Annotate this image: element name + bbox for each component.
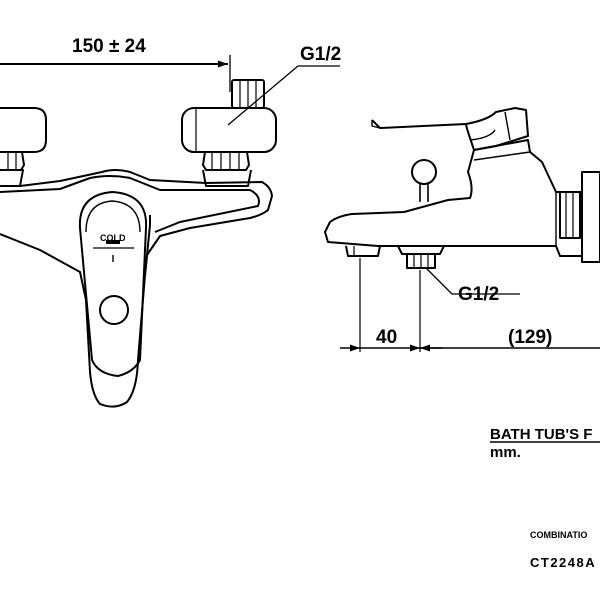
mixer-body bbox=[0, 169, 273, 408]
front-thread-callout: G1/2 bbox=[300, 44, 341, 65]
caption-line-1: BATH TUB'S F bbox=[490, 426, 592, 443]
left-inlet-connector bbox=[0, 107, 47, 187]
side-view bbox=[324, 107, 600, 352]
handle-marking-text: COLD bbox=[100, 233, 126, 243]
side-body bbox=[324, 139, 583, 257]
model-number: CT2248A bbox=[530, 555, 596, 570]
lever-handle bbox=[78, 191, 148, 377]
diverter-knob bbox=[411, 159, 437, 202]
width-dimension-line bbox=[0, 55, 231, 92]
side-thread-leader bbox=[425, 267, 520, 295]
depth-dimension-text: (129) bbox=[508, 327, 552, 348]
title-block-label: COMBINATIO bbox=[530, 530, 587, 540]
handle-indicator-circle bbox=[99, 295, 129, 325]
notes-block: BATH TUB'S F mm. bbox=[490, 426, 600, 461]
spout-outlet bbox=[345, 245, 381, 257]
side-thread-callout: G1/2 bbox=[458, 284, 499, 305]
title-block: COMBINATIO CT2248A bbox=[530, 530, 596, 570]
side-bottom-inlet bbox=[397, 245, 445, 269]
front-view bbox=[0, 55, 340, 408]
right-inlet-connector bbox=[181, 79, 277, 187]
spout-dimension-text: 40 bbox=[376, 327, 397, 348]
side-lever bbox=[371, 107, 529, 151]
front-width-dimension-text: 150 ± 24 bbox=[72, 36, 146, 57]
side-wall-connector bbox=[559, 171, 600, 263]
caption-line-2: mm. bbox=[490, 444, 521, 461]
